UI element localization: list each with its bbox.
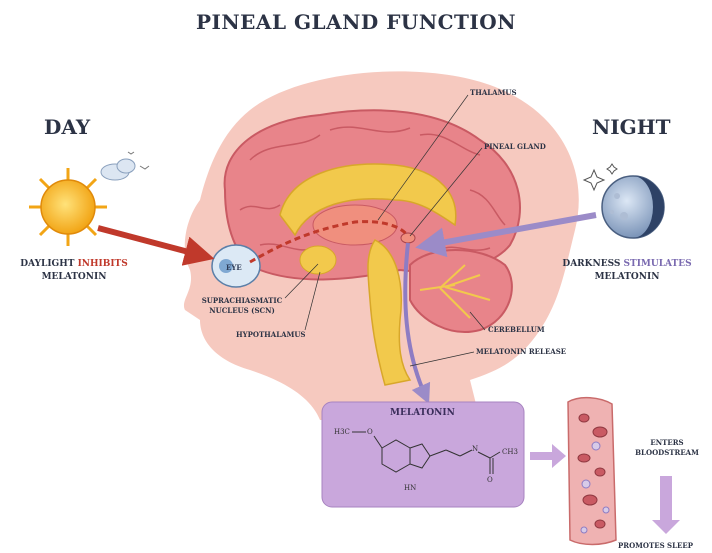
- mol-nitrogen: N: [472, 445, 478, 453]
- mol-oxygen: O: [367, 428, 373, 436]
- night-caption-prefix: DARKNESS: [562, 259, 620, 269]
- label-enters-line2: BLOODSTREAM: [635, 448, 699, 457]
- label-pineal-gland: PINEAL GLAND: [484, 142, 546, 151]
- day-caption-suffix: MELATONIN: [42, 272, 107, 282]
- pineal-gland-shape: [401, 233, 415, 243]
- mol-hn: HN: [404, 484, 416, 492]
- label-scn: SUPRACHIASMATIC NUCLEUS (SCN): [192, 296, 292, 316]
- label-enters-line1: ENTERS: [650, 438, 683, 447]
- bloodstream-arrow: [530, 444, 566, 468]
- day-heading: DAY: [44, 115, 90, 139]
- sleep-arrow: [652, 476, 680, 534]
- bird-icon: [140, 166, 149, 169]
- day-caption-inhibits: INHIBITS: [78, 259, 128, 269]
- label-hypothalamus: HYPOTHALAMUS: [236, 330, 306, 339]
- bird-icon: [128, 152, 134, 154]
- moon-icon: [602, 176, 664, 238]
- night-caption-stimulates: STIMULATES: [624, 259, 692, 269]
- cloud-icon: [101, 159, 135, 180]
- melatonin-title: MELATONIN: [390, 408, 455, 418]
- day-caption-prefix: DAYLIGHT: [20, 259, 74, 269]
- blood-vessel: [568, 398, 616, 545]
- hypothalamus-shape: [300, 246, 336, 274]
- label-cerebellum: CEREBELLUM: [488, 325, 545, 334]
- label-scn-line1: SUPRACHIASMATIC: [202, 296, 282, 305]
- page-title: PINEAL GLAND FUNCTION: [0, 10, 712, 34]
- label-scn-line2: NUCLEUS (SCN): [209, 306, 275, 315]
- night-caption: DARKNESS STIMULATES MELATONIN: [552, 258, 702, 284]
- sun-icon: [29, 168, 107, 246]
- mol-ch3-left: H3C: [334, 428, 350, 436]
- label-melatonin-release: MELATONIN RELEASE: [476, 347, 566, 356]
- label-eye: EYE: [226, 263, 242, 272]
- day-caption: DAYLIGHT INHIBITS MELATONIN: [14, 258, 134, 284]
- day-arrow: [98, 228, 200, 255]
- label-thalamus: THALAMUS: [470, 88, 517, 97]
- mol-ch3-right: CH3: [502, 448, 518, 456]
- night-heading: NIGHT: [592, 115, 671, 139]
- label-enters-bloodstream: ENTERS BLOODSTREAM: [628, 438, 706, 458]
- label-promotes-sleep: PROMOTES SLEEP: [618, 541, 693, 550]
- night-caption-suffix: MELATONIN: [595, 272, 660, 282]
- mol-carbonyl-o: O: [487, 476, 493, 484]
